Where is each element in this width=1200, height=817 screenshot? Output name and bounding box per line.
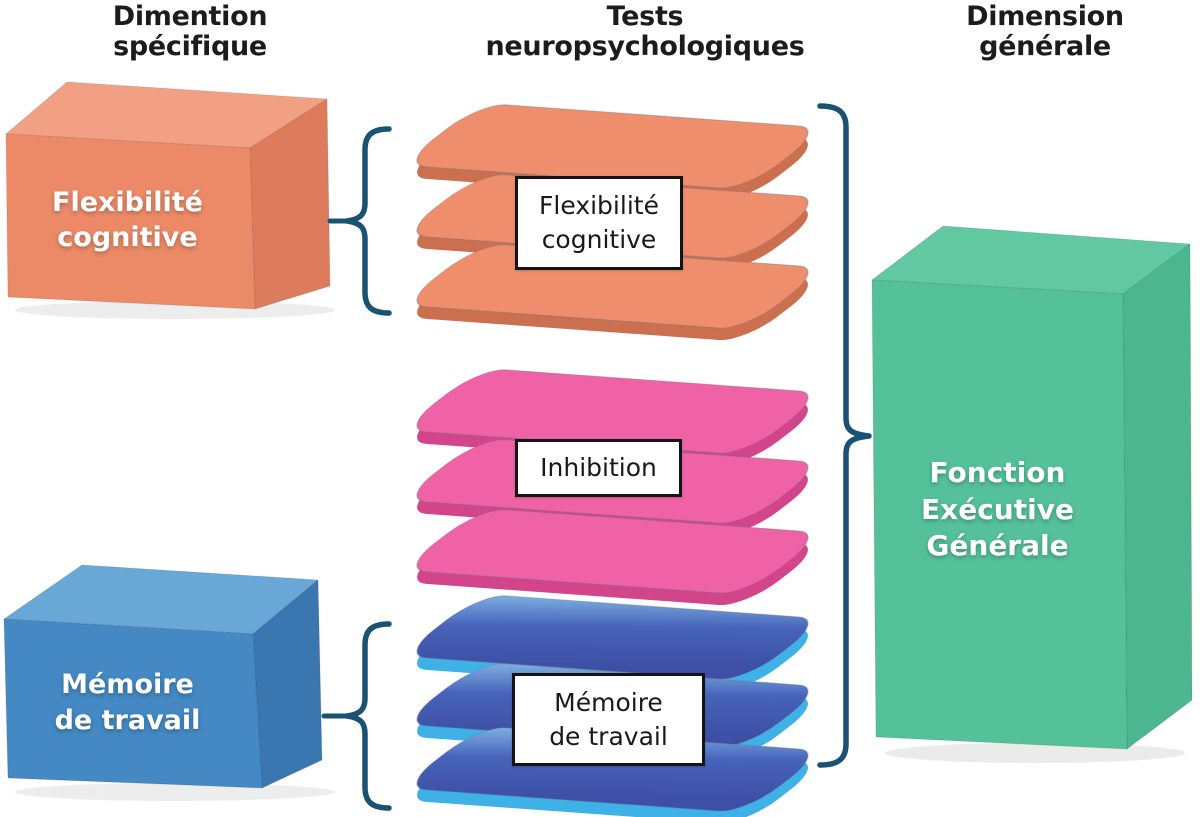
- memory-brace: [344, 621, 392, 811]
- plate-surface: [416, 595, 809, 680]
- inhibition-stack-label: Inhibition: [515, 439, 682, 497]
- header-specific-dimension: Dimention spécifique: [112, 1, 268, 63]
- memory-stack-label: Mémoire de travail: [512, 673, 705, 766]
- general-box-front-face: [871, 279, 1128, 750]
- flexibility-stack-label: Flexibilité cognitive: [515, 176, 683, 270]
- memory-box-label: Mémoire de travail: [54, 669, 201, 736]
- general-box-side-face: [1122, 243, 1193, 750]
- flexibility-box-label: Flexibilité cognitive: [52, 186, 203, 253]
- general-box-label: Fonction Exécutive Générale: [921, 456, 1074, 563]
- header-neuropsych-tests: Tests neuropsychologiques: [485, 1, 805, 63]
- flexibility-plate-stack: [416, 104, 809, 341]
- general-box-shadow: [885, 743, 1185, 763]
- memory-box-shadow: [15, 783, 335, 801]
- header-general-dimension: Dimension générale: [966, 1, 1124, 63]
- memory-box-front-face: [3, 618, 263, 789]
- general-bracket: [817, 103, 872, 768]
- flexibility-box-3d: [4, 81, 331, 310]
- memory-box-3d: [2, 564, 323, 789]
- memory-plate-stack: [416, 595, 809, 817]
- flexibility-box-front-face: [5, 133, 256, 310]
- general-box-3d: [870, 225, 1193, 750]
- plate-surface: [416, 509, 809, 594]
- flexibility-brace: [344, 126, 392, 316]
